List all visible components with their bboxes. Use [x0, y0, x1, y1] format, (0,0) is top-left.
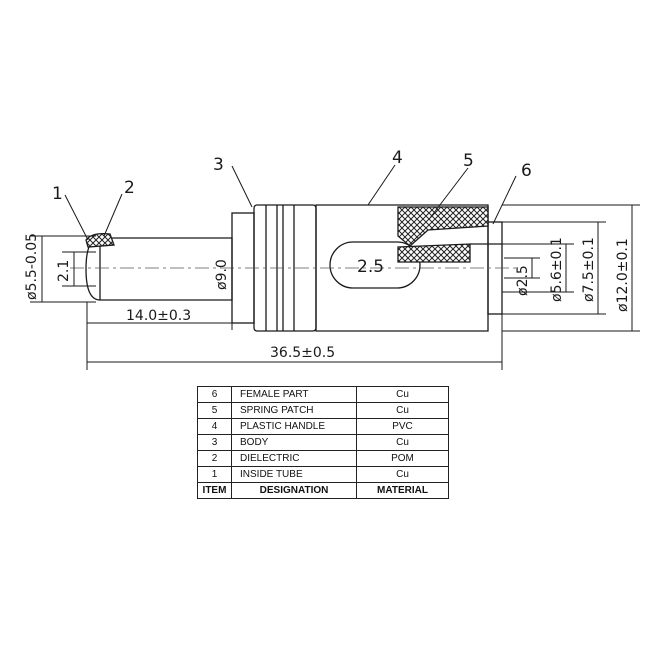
dim-7-5: ø7.5±0.1 — [581, 237, 597, 302]
callout-6: 6 — [521, 161, 532, 181]
bom-row: 6 FEMALE PART Cu — [197, 386, 449, 403]
bom-item: 1 — [197, 466, 232, 483]
bom-material: Cu — [356, 466, 449, 483]
bom-item: 2 — [197, 450, 232, 467]
dim-12: ø12.0±0.1 — [615, 238, 631, 312]
bom-designation: DIELECTRIC — [231, 450, 357, 467]
inside-tube — [85, 237, 233, 301]
bom-item: 6 — [197, 386, 232, 403]
dim-length-pin: 14.0±0.3 — [126, 308, 191, 324]
bom-row: 3 BODY Cu — [197, 434, 449, 451]
callout-1: 1 — [52, 184, 63, 204]
bom-header-designation: DESIGNATION — [231, 482, 357, 499]
dim-body-dia: ø9.0 — [214, 259, 230, 290]
bom-designation: PLASTIC HANDLE — [231, 418, 357, 435]
dielectric — [85, 232, 115, 248]
bom-designation: FEMALE PART — [231, 386, 357, 403]
bom-material: Cu — [356, 402, 449, 419]
bom-row: 4 PLASTIC HANDLE PVC — [197, 418, 449, 435]
callout-5: 5 — [463, 151, 474, 171]
spring-patch — [397, 206, 489, 263]
bom-material: POM — [356, 450, 449, 467]
bom-designation: INSIDE TUBE — [231, 466, 357, 483]
callout-3: 3 — [213, 155, 224, 175]
plastic-handle — [315, 204, 489, 332]
bom-header-item: ITEM — [197, 482, 232, 499]
bom-material: Cu — [356, 434, 449, 451]
bom-material: Cu — [356, 386, 449, 403]
dim-5-6: ø5.6±0.1 — [549, 237, 565, 302]
bom-designation: SPRING PATCH — [231, 402, 357, 419]
bom-designation: BODY — [231, 434, 357, 451]
bom-item: 4 — [197, 418, 232, 435]
dim-outer-left: ø5.5-0.05 — [24, 233, 40, 300]
dim-2-5: ø2.5 — [515, 265, 531, 296]
dim-length-total: 36.5±0.5 — [270, 345, 335, 361]
callout-4: 4 — [392, 148, 403, 168]
bom-header-material: MATERIAL — [356, 482, 449, 499]
bom-row: 5 SPRING PATCH Cu — [197, 402, 449, 419]
dim-slot: 2.5 — [357, 257, 384, 277]
bom-header-row: ITEM DESIGNATION MATERIAL — [197, 482, 449, 499]
bill-of-materials: 6 FEMALE PART Cu 5 SPRING PATCH Cu 4 PLA… — [197, 386, 449, 499]
bom-material: PVC — [356, 418, 449, 435]
bom-row: 1 INSIDE TUBE Cu — [197, 466, 449, 483]
dim-inner-pin: 2.1 — [56, 260, 72, 282]
bom-item: 3 — [197, 434, 232, 451]
bom-item: 5 — [197, 402, 232, 419]
bom-row: 2 DIELECTRIC POM — [197, 450, 449, 467]
callout-2: 2 — [124, 178, 135, 198]
